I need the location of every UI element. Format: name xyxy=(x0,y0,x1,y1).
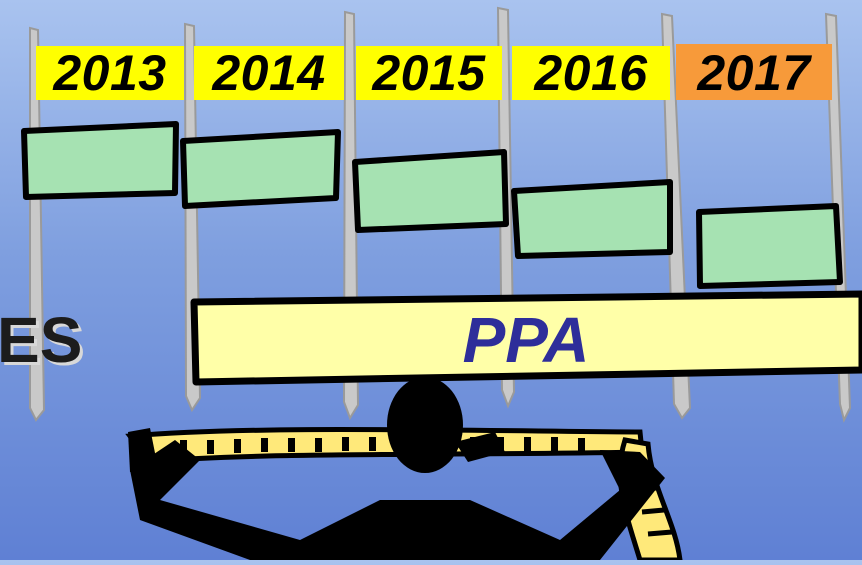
cut-off-heading-fragment: ES xyxy=(0,304,83,376)
milestone-box-2015 xyxy=(352,149,509,233)
ppa-label: PPA xyxy=(462,304,590,376)
year-label-2013: 2013 xyxy=(53,45,167,101)
year-label-2015: 2015 xyxy=(372,45,486,101)
timeline-pole xyxy=(29,26,46,422)
person-left-hand xyxy=(128,428,158,472)
ppa-bar xyxy=(190,290,862,386)
milestone-box-2017 xyxy=(696,203,843,289)
tape-measure-band xyxy=(125,427,645,465)
year-label-2014: 2014 xyxy=(212,45,326,101)
year-tag-2014 xyxy=(194,46,344,100)
year-tag-2015 xyxy=(356,46,502,100)
person-holding-tape-measure-icon xyxy=(125,377,683,563)
year-label-2016: 2016 xyxy=(534,45,648,101)
milestone-boxes xyxy=(21,121,843,289)
year-tag-2017 xyxy=(676,44,832,100)
year-tags xyxy=(36,44,832,100)
milestone-box-2013 xyxy=(21,121,179,200)
milestone-box-2016 xyxy=(511,179,673,259)
year-label-2017: 2017 xyxy=(697,45,811,101)
year-tag-2013 xyxy=(36,46,184,100)
person-arms xyxy=(130,440,665,560)
person-head xyxy=(387,377,463,473)
milestone-box-2014 xyxy=(180,129,341,209)
person-right-hand xyxy=(455,432,505,462)
year-tag-2016 xyxy=(512,46,670,100)
